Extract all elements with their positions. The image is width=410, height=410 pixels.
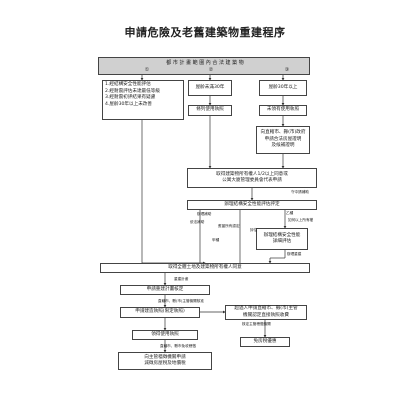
criteria-item: 1.經結構安全性能評估 <box>105 82 151 87</box>
column-label-2: ② <box>208 67 214 73</box>
section-title: 都 市 計 畫 範 圍 內 合 法 建 築 物 <box>166 60 244 66</box>
box-line: 取得建築物所有權人1/2以上同意或 <box>216 171 288 177</box>
section-header: 都 市 計 畫 範 圍 內 合 法 建 築 物 ① ② ③ <box>98 57 310 75</box>
box-line: 超過人申請直轄市、縣(市)主管 <box>234 306 298 311</box>
annotation-label: 核定主管稽徵機關 <box>242 322 271 326</box>
annotation-label: 乙種 <box>286 211 294 215</box>
box-line: 向主管稽徵機關申請 <box>144 354 186 360</box>
annotation-label: 應當所有認定 <box>218 224 240 228</box>
box-rebuild-plan-approval: 申請重建計畫核定 <box>120 285 210 295</box>
box-all-owners-consent: 取得全體土地及建築物所有權人同意 <box>100 263 310 273</box>
box-owner-consent: 取得建築物所有權人1/2以上同意或 公寓大廈管理委員會代表申請 <box>187 168 317 188</box>
box-over-30-years: 屋齡30年以上 <box>259 80 307 96</box>
annotation-label: 辦理重建 <box>287 252 302 256</box>
box-fee-exemption: 超過人申請直轄市、縣(市)主管 機關認定直接執照收費 <box>225 305 307 320</box>
criteria-item: 2.經耐震評估未達最低等級 <box>105 88 160 94</box>
box-line: 向直轄市、縣(市)政府 <box>260 130 306 136</box>
box-line: 詳細評估 <box>272 239 292 244</box>
box-line: 減徵房屋稅及地價稅 <box>144 361 186 366</box>
criteria-list-box: 1.經結構安全性能評估 2.經耐震評估未達最低等級 3.經耐震初評結果有疑慮 4… <box>102 80 184 120</box>
box-line: 公寓大廈管理委員會代表申請 <box>222 178 282 183</box>
column-label-1: ① <box>144 67 150 73</box>
annotation-label: 辦理補助 <box>197 212 212 216</box>
box-no-use-license: 未領有使用執照 <box>259 105 307 116</box>
box-has-use-license: 條列使用執照 <box>188 105 232 116</box>
criteria-item: 3.經耐震初評結果有疑慮 <box>105 95 156 100</box>
annotation-label: 守中請補助 <box>291 190 309 194</box>
annotation-label: 直轄市、縣(市)主管機關核准 <box>158 299 204 303</box>
box-line: 及候補證明 <box>271 143 295 149</box>
annotation-label: 重建計畫 <box>174 277 189 281</box>
annotation-label: 甲種 <box>212 238 220 242</box>
box-line: 辦理結構安全性能 <box>263 232 301 238</box>
column-label-3: ③ <box>284 67 290 73</box>
box-building-permit: 申請建造執照(限定執照) <box>120 307 200 318</box>
box-obtain-use-license: 領得使用執照 <box>132 330 198 340</box>
box-tax-benefit: 免房稅優惠 <box>240 337 290 347</box>
annotation-label: 評估 <box>250 228 258 232</box>
criteria-item: 4.屋齡30年以上未改善 <box>105 101 152 107</box>
box-legal-house-proof: 向直轄市、縣(市)政府 申請合法房屋證明 及候補證明 <box>256 126 310 154</box>
box-detailed-assessment: 辦理結構安全性能 詳細評估 <box>256 228 308 250</box>
annotation-label: 依法補助 <box>190 220 205 224</box>
box-under-30-years: 屋齡未滿30年 <box>188 80 232 96</box>
box-structural-assessment: 辦理結構安全性能評估評定 <box>187 200 317 210</box>
annotation-label: 如何以上所有權 <box>288 218 314 222</box>
annotation-label: 直轄市、縣市免收稽徵 <box>160 344 196 348</box>
page-title: 申請危險及老舊建築物重建程序 <box>124 26 286 39</box>
box-line: 申請合法房屋證明 <box>264 136 302 142</box>
box-line: 機關認定直接執照收費 <box>243 312 289 318</box>
box-tax-reduction: 向主管稽徵機關申請 減徵房屋稅及地價稅 <box>118 352 212 370</box>
